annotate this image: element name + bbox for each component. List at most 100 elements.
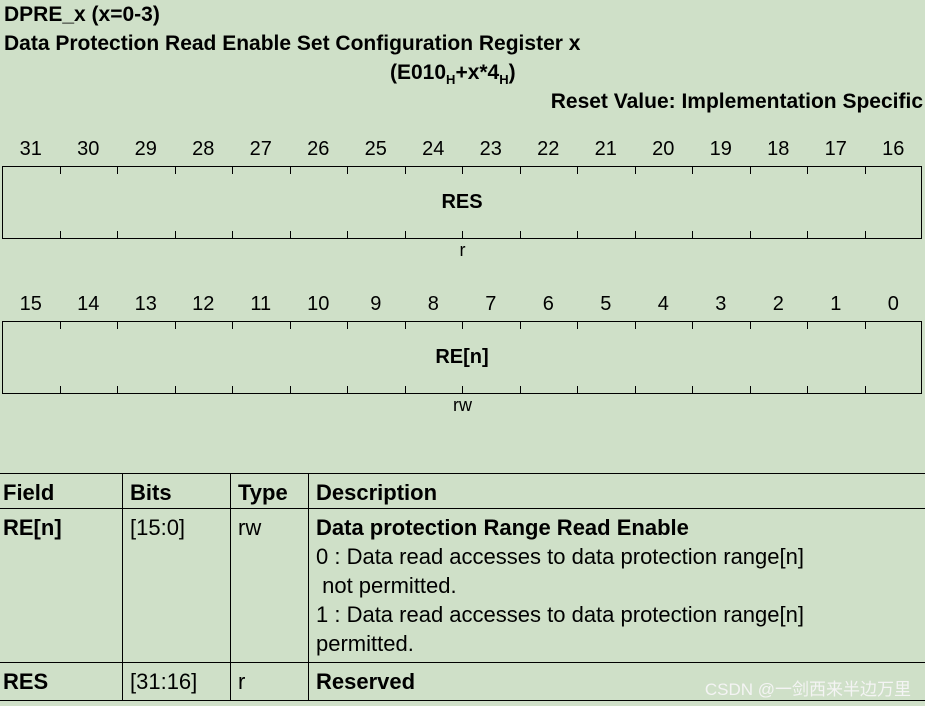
bit-tick [462,167,463,174]
bit-number: 5 [600,293,612,315]
row-field: RE[n] [0,508,123,663]
bit-number: 22 [537,138,560,160]
bit-tick [59,167,61,174]
bit-number: 9 [370,293,382,315]
bit-tick [232,231,233,238]
bit-number: 28 [192,138,215,160]
bit-tick [519,231,521,238]
bit-number: 27 [249,138,272,160]
bit-tick [404,386,406,393]
bit-tick [807,386,808,393]
table-row: RE[n] [15:0] rw Data protection Range Re… [0,508,925,663]
bit-number: 17 [824,138,847,160]
bit-tick [232,167,233,174]
table-header-row: Field Bits Type Description [0,473,925,509]
upper-field-name: RES [441,191,483,213]
description-title: Data protection Range Read Enable [316,515,689,540]
bit-tick [864,386,866,393]
header-bits: Bits [122,473,231,509]
header-type: Type [230,473,309,509]
register-name: DPRE_x (x=0-3) [4,3,160,26]
bit-number: 10 [307,293,330,315]
bit-tick [117,231,118,238]
bit-number: 21 [594,138,617,160]
row-type: r [230,662,309,701]
bit-tick [174,231,176,238]
bit-number: 31 [19,138,42,160]
bit-number: 12 [192,293,215,315]
bit-tick [864,167,866,174]
row-description: Reserved [308,662,925,701]
bit-tick [117,167,118,174]
watermark: CSDN @一剑西来半边万里 [704,680,911,699]
register-title: Data Protection Read Enable Set Configur… [4,32,581,55]
bit-tick [174,386,176,393]
bit-tick [404,322,406,329]
bit-tick [692,386,693,393]
bit-number: 14 [77,293,100,315]
bit-tick [347,322,348,329]
bit-tick [749,322,751,329]
bit-tick [117,322,118,329]
bit-number: 18 [767,138,790,160]
bit-tick [577,322,578,329]
bit-tick [634,322,636,329]
bit-tick [462,386,463,393]
bit-number: 25 [364,138,387,160]
bit-tick [289,231,291,238]
bit-tick [577,167,578,174]
bit-tick [404,167,406,174]
bit-number: 0 [887,293,899,315]
bit-tick [174,167,176,174]
bit-tick [59,386,61,393]
bit-number: 13 [134,293,157,315]
bit-tick [289,386,291,393]
bit-tick [289,167,291,174]
bit-tick [577,231,578,238]
bit-tick [347,386,348,393]
bit-tick [117,386,118,393]
bit-tick [807,231,808,238]
bit-tick [749,167,751,174]
lower-field-name: RE[n] [435,346,489,368]
bit-number: 19 [709,138,732,160]
upper-register-box: RES [2,166,922,239]
bit-tick [692,167,693,174]
bit-number: 11 [250,293,272,315]
description-line: 0 : Data read accesses to data protectio… [316,544,804,569]
row-bits: [15:0] [122,508,231,663]
bit-tick [634,386,636,393]
bit-tick [232,386,233,393]
row-description: Data protection Range Read Enable 0 : Da… [308,508,925,663]
bit-tick [749,231,751,238]
lower-access-type: rw [453,395,472,415]
bit-tick [174,322,176,329]
bit-number: 6 [542,293,554,315]
bit-tick [462,322,463,329]
register-address: (E010H+x*4H) [390,61,516,87]
bit-tick [634,231,636,238]
bit-number: 8 [427,293,439,315]
bit-number: 29 [134,138,157,160]
bit-tick [347,167,348,174]
bit-tick [864,322,866,329]
bit-tick [519,167,521,174]
bit-number: 20 [652,138,675,160]
bit-number: 23 [479,138,502,160]
bit-tick [634,167,636,174]
field-table: Field Bits Type Description RE[n] [15:0]… [0,473,925,701]
row-field: RES [0,662,123,701]
bit-number: 7 [485,293,497,315]
description-line: not permitted. [316,573,457,598]
bit-tick [462,231,463,238]
bit-number: 30 [77,138,100,160]
bit-tick [692,322,693,329]
row-type: rw [230,508,309,663]
bit-number: 24 [422,138,445,160]
lower-register-box: RE[n] [2,321,922,394]
bit-tick [864,231,866,238]
bit-number: 2 [772,293,784,315]
bit-tick [519,386,521,393]
